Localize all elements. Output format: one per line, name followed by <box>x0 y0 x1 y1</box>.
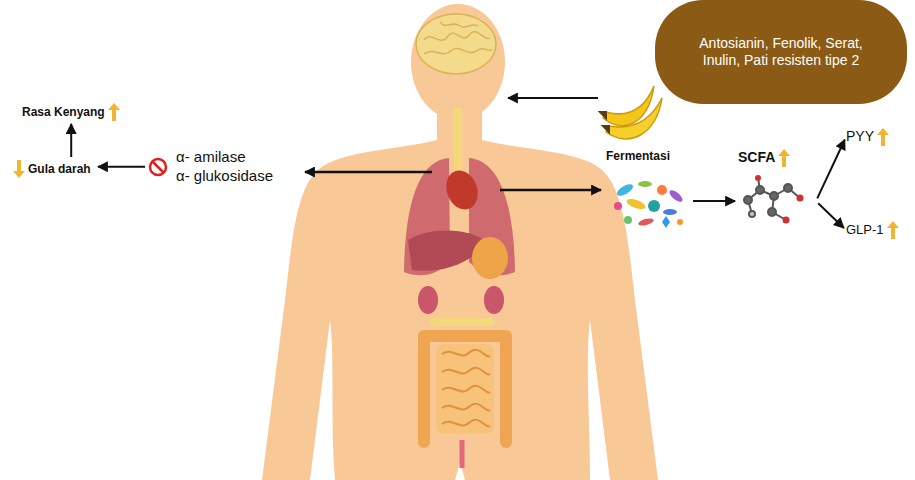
kidney <box>484 286 504 314</box>
inhibition-sign <box>148 157 168 177</box>
intestines <box>424 336 506 468</box>
node-text: Fermentasi <box>606 149 670 164</box>
sign-ring <box>150 159 166 175</box>
connector-arrow <box>818 203 844 228</box>
text-group: Gula darah <box>28 162 91 177</box>
node-text: SCFA <box>738 149 775 167</box>
effect-label: Gula darah <box>10 160 95 178</box>
increase-arrow <box>887 221 899 239</box>
bacteria-picture <box>614 181 684 228</box>
enzyme-label: α- amilaseα- glukosidase <box>148 148 278 186</box>
increase-arrow <box>877 128 889 146</box>
text-group: SCFA <box>738 149 775 167</box>
hormone-label: GLP-1 <box>846 221 902 239</box>
intestine-arrow <box>500 189 601 192</box>
connector-arrow <box>70 124 72 157</box>
banana <box>600 86 662 139</box>
arrow-shape <box>887 221 899 239</box>
hormone-label: PYY <box>846 128 892 146</box>
arrow-shape <box>778 149 790 167</box>
nutrient-box: Antosianin, Fenolik, Serat, Inulin, Pati… <box>655 0 907 104</box>
node-text: α- amilase <box>176 148 273 167</box>
pancreas <box>430 318 494 326</box>
connector-arrow <box>98 166 145 168</box>
node-text: α- glukosidase <box>176 167 273 186</box>
node-text: GLP-1 <box>846 222 884 238</box>
node-text: PYY <box>846 128 874 146</box>
process-label: Fermentasi <box>606 149 690 233</box>
sign-bar <box>153 161 164 172</box>
heart <box>441 166 483 214</box>
increase-arrow <box>778 149 790 167</box>
node-text: Gula darah <box>28 162 91 177</box>
esophagus <box>454 108 462 170</box>
connector-arrow <box>693 200 735 202</box>
kidney <box>418 286 438 314</box>
brain <box>416 14 496 74</box>
node-text: Antosianin, Fenolik, Serat, Inulin, Pati… <box>685 35 877 70</box>
intestine-arrow <box>305 171 432 174</box>
text-group: Antosianin, Fenolik, Serat, Inulin, Pati… <box>685 35 877 70</box>
text-group: GLP-1 <box>846 222 884 238</box>
increase-arrow <box>108 103 120 121</box>
effect-label: Rasa Kenyang <box>22 103 123 121</box>
scfa-molecule <box>744 175 804 224</box>
text-group: PYY <box>846 128 874 146</box>
arrow-shape <box>877 128 889 146</box>
text-group: Rasa Kenyang <box>22 105 105 120</box>
decrease-arrow <box>13 160 25 178</box>
node-text: Rasa Kenyang <box>22 105 105 120</box>
metabolite-label: SCFA <box>738 149 816 233</box>
text-group: Fermentasi <box>606 149 670 164</box>
arrow-shape <box>13 160 25 178</box>
body-silhouette <box>262 4 658 480</box>
intake-arrow <box>508 97 598 99</box>
stomach <box>472 237 508 279</box>
connector-arrow <box>817 140 844 199</box>
arrow-shape <box>108 103 120 121</box>
text-group: α- amilaseα- glukosidase <box>176 148 273 186</box>
